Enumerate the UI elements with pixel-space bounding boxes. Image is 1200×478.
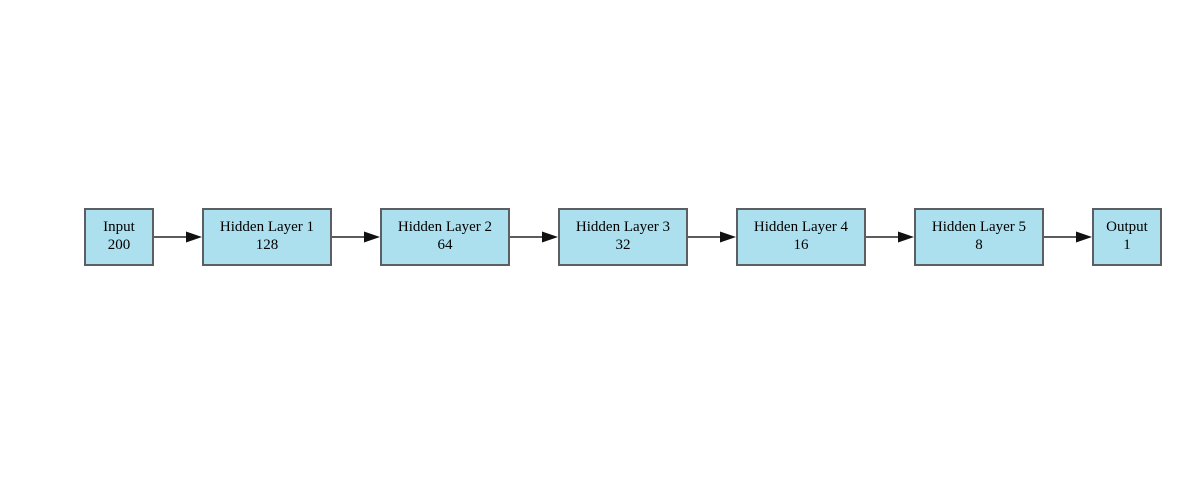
arrow-right-icon	[332, 231, 380, 243]
layer-node-size: 200	[107, 237, 131, 253]
layer-node-size: 64	[437, 237, 453, 253]
layer-node-label: Hidden Layer 5	[931, 219, 1027, 236]
layer-node-input[interactable]: Input 200	[84, 208, 154, 266]
layer-node-label: Output	[1106, 219, 1148, 236]
arrow-right-icon	[154, 231, 202, 243]
layer-node-label: Input	[103, 219, 135, 236]
edge-hidden3-to-hidden4	[688, 231, 736, 243]
arrow-right-icon	[688, 231, 736, 243]
layer-node-label: Hidden Layer 3	[575, 219, 671, 236]
layer-node-hidden-layer-3[interactable]: Hidden Layer 3 32	[558, 208, 688, 266]
layer-node-label: Hidden Layer 4	[753, 219, 849, 236]
layer-node-size: 128	[255, 237, 279, 253]
edge-hidden2-to-hidden3	[510, 231, 558, 243]
arrow-right-icon	[1044, 231, 1092, 243]
arrow-right-icon	[510, 231, 558, 243]
layer-node-hidden-layer-1[interactable]: Hidden Layer 1 128	[202, 208, 332, 266]
edge-input-to-hidden1	[154, 231, 202, 243]
network-architecture-flow: Input 200 Hidden Layer 1 128 Hidden Laye…	[84, 208, 1162, 266]
layer-node-hidden-layer-5[interactable]: Hidden Layer 5 8	[914, 208, 1044, 266]
layer-node-size: 32	[615, 237, 631, 253]
arrow-right-icon	[866, 231, 914, 243]
edge-hidden5-to-output	[1044, 231, 1092, 243]
edge-hidden4-to-hidden5	[866, 231, 914, 243]
layer-node-output[interactable]: Output 1	[1092, 208, 1162, 266]
edge-hidden1-to-hidden2	[332, 231, 380, 243]
layer-node-size: 8	[975, 237, 983, 253]
layer-node-size: 16	[793, 237, 809, 253]
layer-node-hidden-layer-2[interactable]: Hidden Layer 2 64	[380, 208, 510, 266]
layer-node-label: Hidden Layer 2	[397, 219, 493, 236]
layer-node-hidden-layer-4[interactable]: Hidden Layer 4 16	[736, 208, 866, 266]
layer-node-size: 1	[1123, 237, 1131, 253]
layer-node-label: Hidden Layer 1	[219, 219, 315, 236]
